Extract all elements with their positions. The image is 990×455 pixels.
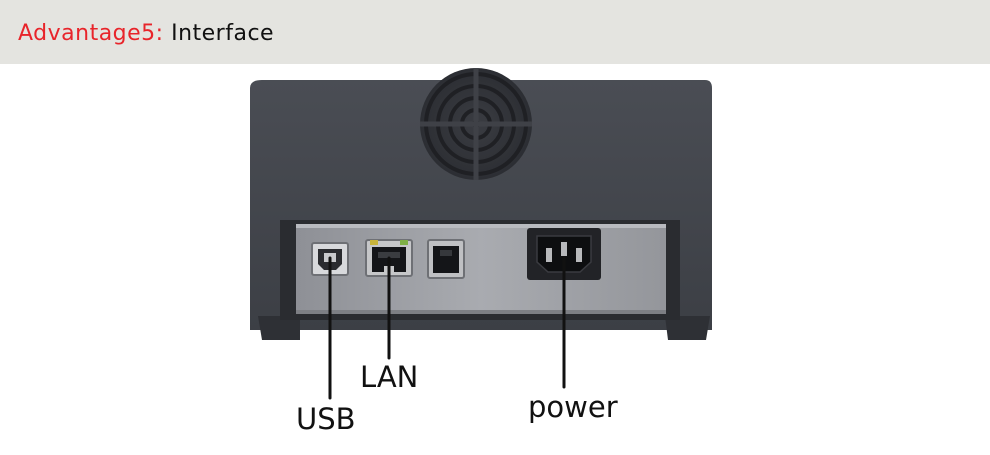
lan-label: LAN (360, 360, 419, 394)
power-socket-icon (527, 228, 601, 280)
usb-label: USB (296, 402, 356, 436)
io-panel (296, 224, 666, 314)
cash-drawer-port-icon (427, 239, 465, 279)
fan-grille-icon (420, 68, 532, 180)
title-text: Interface (171, 21, 275, 46)
power-label: power (528, 390, 618, 424)
page-title: Advantage5: Interface (18, 20, 274, 48)
header-bar: Advantage5: Interface (0, 0, 990, 64)
callout-lines (328, 256, 566, 400)
title-prefix: Advantage5: (18, 21, 164, 46)
